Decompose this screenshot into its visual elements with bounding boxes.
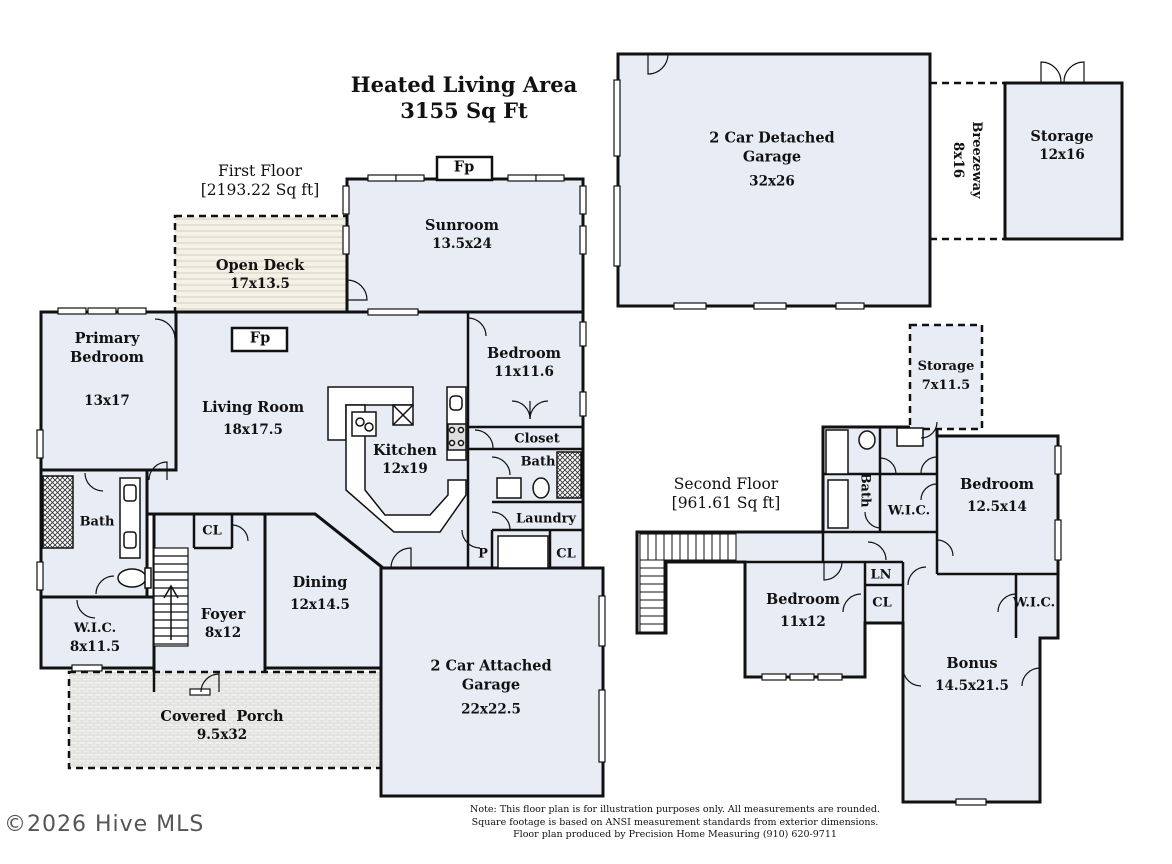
primary-wic-label: W.I.C. 8x11.5 xyxy=(70,619,120,657)
dining-label: Dining 12x14.5 xyxy=(290,573,350,615)
wic-2-label: W.I.C. xyxy=(887,503,931,519)
watermark: ©2026 Hive MLS xyxy=(4,812,205,837)
detached-garage-name: 2 Car Detached Garage xyxy=(709,129,835,166)
first-floor-name: First Floor xyxy=(217,162,303,180)
linen-label: LN xyxy=(870,567,892,583)
fireplace-deck-label: Fp xyxy=(249,329,271,347)
primary-bedroom xyxy=(39,310,178,472)
bedroom-1-label: Bedroom 11x11.6 xyxy=(487,344,561,382)
attached-garage-dim: 22x22.5 xyxy=(461,701,521,718)
first-floor-label: First Floor [2193.22 Sq ft] xyxy=(201,162,320,200)
storage-2-name: Storage xyxy=(917,359,975,374)
laundry-label: Laundry xyxy=(516,511,576,527)
open-deck-name: Open Deck xyxy=(215,257,305,274)
covered-porch xyxy=(67,670,384,770)
title-line-1: Heated Living Area xyxy=(350,72,578,97)
sunroom xyxy=(345,177,585,315)
dining-dim: 12x14.5 xyxy=(290,597,350,613)
foyer-closet-label: CL xyxy=(202,523,222,539)
primary-bedroom-dim: 13x17 xyxy=(84,393,130,409)
attached-garage xyxy=(379,566,605,798)
bonus-name: Bonus xyxy=(946,655,998,672)
title: Heated Living Area 3155 Sq Ft xyxy=(351,72,577,124)
wic-3-label: W.I.C. xyxy=(1012,595,1056,611)
title-line-2: 3155 Sq Ft xyxy=(400,98,528,123)
fireplace-deck xyxy=(230,326,289,353)
fireplace-sunroom xyxy=(435,155,494,182)
covered-porch-name: Covered Porch xyxy=(160,708,284,725)
kitchen-dim: 12x19 xyxy=(382,461,428,477)
storage-1 xyxy=(1003,81,1124,241)
bedroom-3-name: Bedroom xyxy=(766,591,840,608)
foyer-name: Foyer xyxy=(200,606,246,623)
bedroom-3-dim: 11x12 xyxy=(780,614,826,630)
sunroom-label: Sunroom 13.5x24 xyxy=(425,216,499,254)
covered-porch-label: Covered Porch 9.5x32 xyxy=(160,707,283,745)
first-floor-area: [2193.22 Sq ft] xyxy=(200,181,320,199)
primary-wic-dim: 8x11.5 xyxy=(69,639,121,655)
bedroom-2-dim: 12.5x14 xyxy=(967,499,1027,515)
kitchen-name: Kitchen xyxy=(373,442,437,459)
laundry-closet-label: CL xyxy=(556,546,576,562)
foyer-dim: 8x12 xyxy=(204,625,242,641)
detached-garage-label: 2 Car Detached Garage 32x26 xyxy=(709,129,834,192)
open-deck-dim: 17x13.5 xyxy=(230,276,290,292)
living-room-name: Living Room xyxy=(201,399,305,416)
pantry-label: P xyxy=(478,546,488,562)
primary-bedroom-name: Primary Bedroom xyxy=(70,330,144,366)
bedroom-2-label: Bedroom 12.5x14 xyxy=(960,475,1034,517)
primary-wic-name: W.I.C. xyxy=(73,621,117,636)
bedroom-2-name: Bedroom xyxy=(960,476,1034,493)
storage-2-dim: 7x11.5 xyxy=(921,378,971,393)
sunroom-dim: 13.5x24 xyxy=(432,236,492,252)
breezeway-name: Breezeway xyxy=(969,121,984,199)
storage-1-dim: 12x16 xyxy=(1039,147,1085,163)
bonus-dim: 14.5x21.5 xyxy=(935,678,1009,694)
bedroom-1-dim: 11x11.6 xyxy=(494,364,554,380)
bonus-label: Bonus 14.5x21.5 xyxy=(935,654,1009,696)
bedroom-3-label: Bedroom 11x12 xyxy=(766,590,840,632)
disclaimer-note: Note: This floor plan is for illustratio… xyxy=(470,804,880,840)
closet-label: Closet xyxy=(514,431,560,447)
breezeway-dim: 8x16 xyxy=(950,141,966,179)
fireplace-sunroom-label: Fp xyxy=(453,158,475,176)
living-room-label: Living Room 18x17.5 xyxy=(202,398,304,440)
bath-1-label: Bath xyxy=(520,454,556,470)
attached-garage-name: 2 Car Attached Garage xyxy=(430,657,552,694)
second-floor-name: Second Floor xyxy=(673,475,779,493)
attached-garage-label: 2 Car Attached Garage 22x22.5 xyxy=(430,657,551,720)
storage-1-label: Storage 12x16 xyxy=(1030,127,1093,165)
primary-bedroom-label: Primary Bedroom 13x17 xyxy=(70,310,144,430)
detached-garage-dim: 32x26 xyxy=(749,173,795,190)
detached-garage xyxy=(616,52,932,308)
storage-2 xyxy=(908,323,984,431)
storage-2-label: Storage 7x11.5 xyxy=(918,357,975,395)
second-floor-label: Second Floor [961.61 Sq ft] xyxy=(672,475,781,513)
living-room-dim: 18x17.5 xyxy=(223,422,283,438)
second-floor-area: [961.61 Sq ft] xyxy=(671,494,781,512)
dining-name: Dining xyxy=(292,574,348,591)
sunroom-name: Sunroom xyxy=(425,217,499,234)
bedroom-1-name: Bedroom xyxy=(487,345,561,362)
storage-1-name: Storage xyxy=(1030,128,1094,145)
primary-bath-label: Bath xyxy=(79,514,115,530)
covered-porch-dim: 9.5x32 xyxy=(196,727,248,743)
open-deck-label: Open Deck 17x13.5 xyxy=(216,256,304,294)
kitchen-label: Kitchen 12x19 xyxy=(373,441,437,479)
breezeway-label: Breezeway 8x16 xyxy=(948,121,986,198)
bath-2-label: Bath xyxy=(857,472,873,508)
closet-2-label: CL xyxy=(872,595,892,611)
foyer-label: Foyer 8x12 xyxy=(201,605,245,643)
